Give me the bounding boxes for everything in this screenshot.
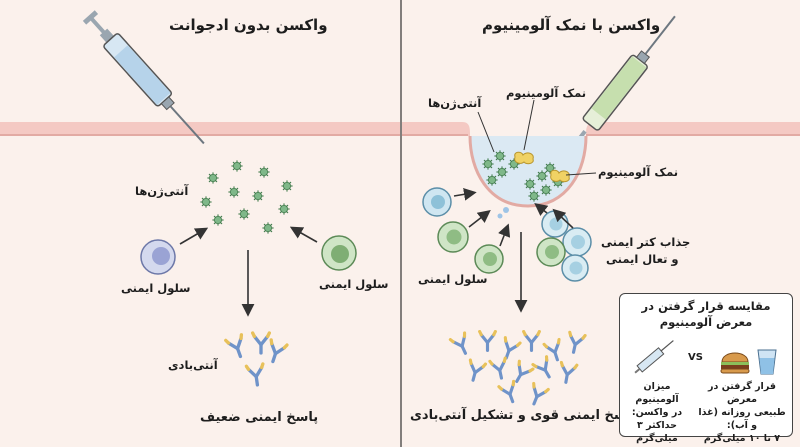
immune-cell-icon xyxy=(422,187,452,217)
left-immune-cell-label: سلول ایمنی xyxy=(121,281,191,295)
tissue-band-right-b xyxy=(586,122,800,136)
right-panel-title: واکسن با نمک آلومینیوم xyxy=(482,16,661,34)
immune-cell-icon xyxy=(474,244,504,274)
left-panel-title: واکسن بدون ادجوانت xyxy=(169,16,328,34)
aluminum-salt-label-side: نمک آلومینیوم xyxy=(598,165,679,179)
burger-icon xyxy=(720,349,777,375)
comparison-box: مقایسه قرار گرفتن در معرض آلومینیوم VS م… xyxy=(619,293,793,444)
weak-response-label: پاسخ ایمنی ضعیف xyxy=(200,410,319,425)
attraction-label-line1: جذاب کتر ایمنی xyxy=(601,235,691,249)
immune-cell-icon xyxy=(562,227,592,257)
water-glass-icon xyxy=(757,349,777,375)
comparison-title-line1: مقایسه قرار گرفتن در xyxy=(641,299,771,313)
syringe-icon xyxy=(563,15,676,156)
vaccine-aluminum-amount: میزان آلومینیوم در واکسن: حداکثر ۳ میلی‌… xyxy=(631,381,683,444)
left-antigens-label: آنتی‌ژن‌ها xyxy=(135,184,189,198)
aluminum-salt-label-top: نمک آلومینیوم xyxy=(506,86,587,100)
natural-aluminum-exposure: قرار گرفتن در معرض طبیعی روزانه (غذا و آ… xyxy=(698,381,786,444)
antibody-group-left xyxy=(224,331,289,388)
antigen-cluster-left xyxy=(200,160,293,234)
right-immune-cell-label: سلول ایمنی xyxy=(418,272,488,286)
attraction-label-line2: و تعال ایمنی xyxy=(606,252,679,266)
tissue-band-right-a xyxy=(402,122,470,136)
antibody-group-right xyxy=(448,330,587,409)
comparison-title-line2: معرض آلومینیوم xyxy=(659,315,753,329)
right-antigens-label: آنتی‌ژن‌ها xyxy=(428,96,482,110)
immune-cell-icon xyxy=(140,239,176,275)
right-immune-cell-label-left-panel: سلول ایمنی xyxy=(319,277,389,291)
syringe-icon xyxy=(82,10,205,145)
immune-cell-icon xyxy=(437,221,469,253)
syringe-icon xyxy=(634,340,674,374)
vs-label: VS xyxy=(688,352,703,363)
strong-response-label: پاسخ ایمنی قوی و تشکیل آنتی‌بادی xyxy=(410,408,637,423)
immune-cell-icon xyxy=(321,235,357,271)
immune-cell-icon xyxy=(536,237,566,267)
injection-depot xyxy=(468,135,588,208)
immune-cell-icon xyxy=(561,254,589,282)
tissue-band-left xyxy=(0,122,400,136)
antibody-label: آنتی‌بادی xyxy=(168,358,218,372)
immune-cell-icon xyxy=(541,210,569,238)
